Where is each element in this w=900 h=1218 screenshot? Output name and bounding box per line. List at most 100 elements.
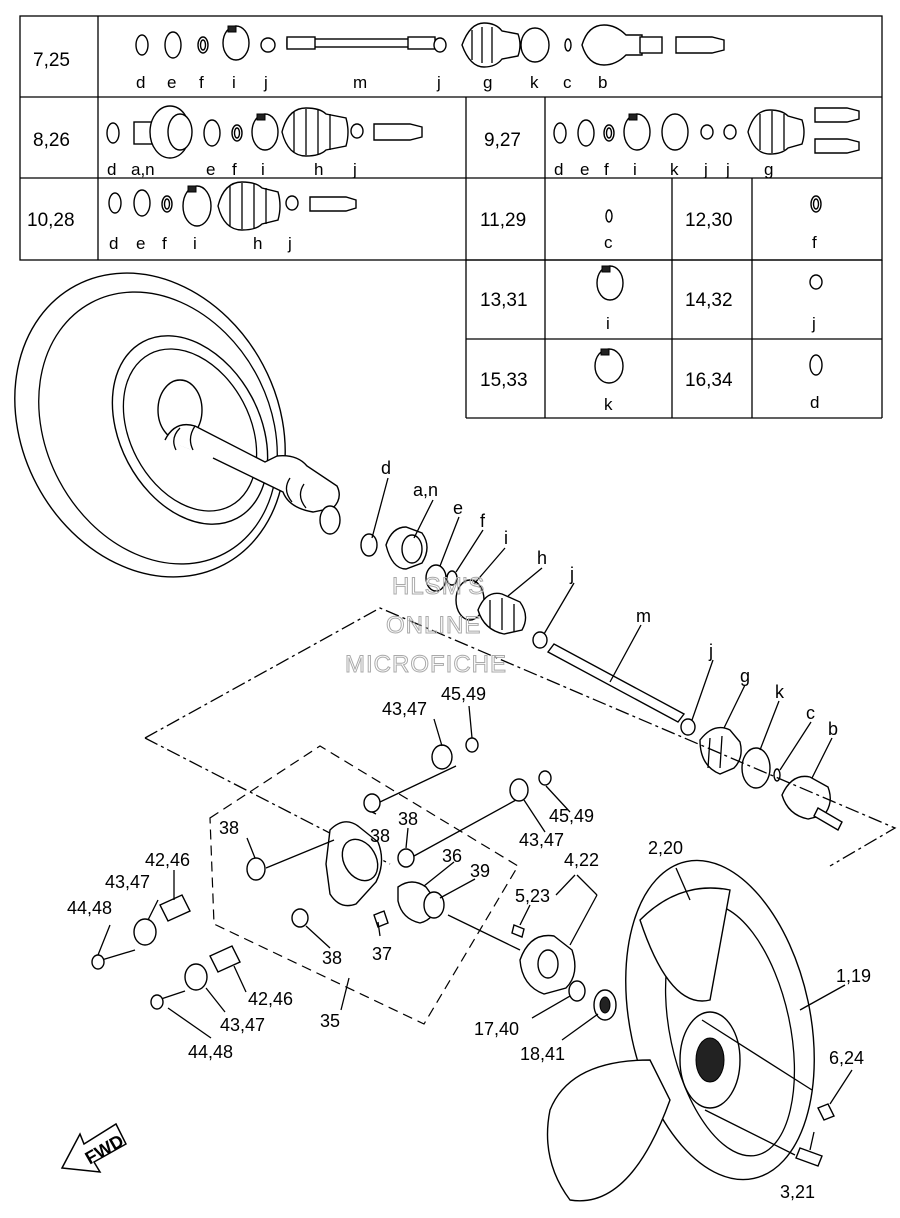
svg-text:f: f	[162, 234, 167, 253]
cell-11-29-part: c	[604, 233, 613, 252]
table-ref-9-27: 9,27	[484, 130, 521, 151]
row-7-25-parts	[135, 22, 725, 68]
table-ref-16-34: 16,34	[685, 370, 733, 391]
callout-38-c: 38	[398, 809, 418, 829]
callout-45-49-a: 45,49	[441, 684, 486, 704]
svg-text:f: f	[199, 73, 204, 92]
cell-16-34-part: d	[810, 393, 819, 412]
callout-38-a: 38	[219, 818, 239, 838]
svg-text:b: b	[598, 73, 607, 92]
callout-d: d	[381, 458, 391, 478]
svg-text:ONLINE: ONLINE	[386, 612, 481, 639]
callout-c: c	[806, 703, 815, 723]
svg-text:d: d	[107, 160, 116, 179]
row-9-27-parts	[553, 107, 860, 155]
table-ref-7-25: 7,25	[33, 50, 70, 71]
part-m	[546, 643, 686, 723]
svg-text:e: e	[167, 73, 176, 92]
table-ref-8-26: 8,26	[33, 130, 70, 151]
callout-17-40: 17,40	[474, 1019, 519, 1039]
table-ref-13-31: 13,31	[480, 290, 528, 311]
row-9-27-labels: d e f i k j j g	[554, 160, 773, 179]
nut-6-24	[817, 1103, 835, 1121]
cell-12-30-part: f	[812, 233, 817, 252]
callout-38-b: 38	[370, 826, 390, 846]
callout-37: 37	[372, 944, 392, 964]
assembly-35-outline	[209, 745, 519, 1025]
svg-text:k: k	[670, 160, 679, 179]
svg-text:d: d	[109, 234, 118, 253]
callout-b: b	[828, 719, 838, 739]
callout-1-19: 1,19	[836, 966, 871, 986]
cell-15-33-part: k	[604, 395, 613, 414]
callout-h: h	[537, 548, 547, 568]
callout-5-23: 5,23	[515, 886, 550, 906]
callout-43-47-c: 43,47	[105, 872, 150, 892]
callout-g: g	[740, 666, 750, 686]
hub-assembly	[511, 924, 617, 1021]
row-10-28-parts	[108, 181, 357, 231]
fwd-arrow: FWD	[60, 1122, 127, 1173]
parts-table: 7,25 8,26 9,27 10,28 11,29 12,30 13,31 1…	[19, 15, 883, 419]
callout-j2: j	[708, 641, 713, 661]
callout-m: m	[636, 606, 651, 626]
svg-text:h: h	[314, 160, 323, 179]
knuckle-assembly	[91, 737, 552, 1010]
svg-text:j: j	[263, 73, 268, 92]
cell-14-32-part: j	[811, 314, 816, 333]
svg-text:d: d	[136, 73, 145, 92]
callout-42-46-a: 42,46	[145, 850, 190, 870]
table-ref-12-30: 12,30	[685, 210, 733, 231]
callout-i: i	[504, 528, 508, 548]
cell-13-31-part: i	[606, 314, 610, 333]
callout-44-48-b: 44,48	[188, 1042, 233, 1062]
svg-text:e: e	[206, 160, 215, 179]
callout-2-20: 2,20	[648, 838, 683, 858]
svg-text:g: g	[483, 73, 492, 92]
row-7-25-labels: d e f i j m j g k c b	[136, 73, 607, 92]
table-ref-15-33: 15,33	[480, 370, 528, 391]
svg-text:m: m	[353, 73, 367, 92]
svg-text:j: j	[287, 234, 292, 253]
svg-text:j: j	[352, 160, 357, 179]
svg-text:d: d	[554, 160, 563, 179]
part-j1	[532, 631, 548, 649]
part-f	[446, 570, 458, 586]
svg-text:i: i	[633, 160, 637, 179]
callout-35: 35	[320, 1011, 340, 1031]
svg-text:k: k	[530, 73, 539, 92]
svg-text:e: e	[580, 160, 589, 179]
callout-4-22: 4,22	[564, 850, 599, 870]
part-e	[425, 564, 447, 592]
table-ref-10-28: 10,28	[27, 210, 75, 231]
alignment-line	[144, 607, 897, 867]
svg-text:c: c	[563, 73, 572, 92]
table-ref-14-32: 14,32	[685, 290, 733, 311]
svg-text:i: i	[193, 234, 197, 253]
svg-text:f: f	[604, 160, 609, 179]
row-10-28-labels: d e f i h j	[109, 234, 292, 253]
left-wheel	[14, 272, 286, 578]
svg-text:f: f	[232, 160, 237, 179]
part-c	[773, 768, 781, 782]
right-wheel	[546, 859, 815, 1202]
svg-text:j: j	[703, 160, 708, 179]
callout-45-49-b: 45,49	[549, 806, 594, 826]
leader-lines	[97, 477, 853, 1151]
callout-f: f	[480, 511, 486, 531]
callout-e: e	[453, 498, 463, 518]
callout-42-46-b: 42,46	[248, 989, 293, 1009]
row-8-26-parts	[106, 105, 423, 159]
callout-j1: j	[569, 564, 574, 584]
callout-6-24: 6,24	[829, 1048, 864, 1068]
callout-43-47-b: 43,47	[519, 830, 564, 850]
part-j2	[680, 718, 696, 736]
callout-38-d: 38	[322, 948, 342, 968]
svg-text:e: e	[136, 234, 145, 253]
callout-44-48-a: 44,48	[67, 898, 112, 918]
watermark: HLSM'S ONLINE MICROFICHE	[345, 573, 507, 679]
svg-text:h: h	[253, 234, 262, 253]
svg-text:HLSM'S: HLSM'S	[392, 573, 485, 600]
svg-text:MICROFICHE: MICROFICHE	[345, 651, 507, 678]
